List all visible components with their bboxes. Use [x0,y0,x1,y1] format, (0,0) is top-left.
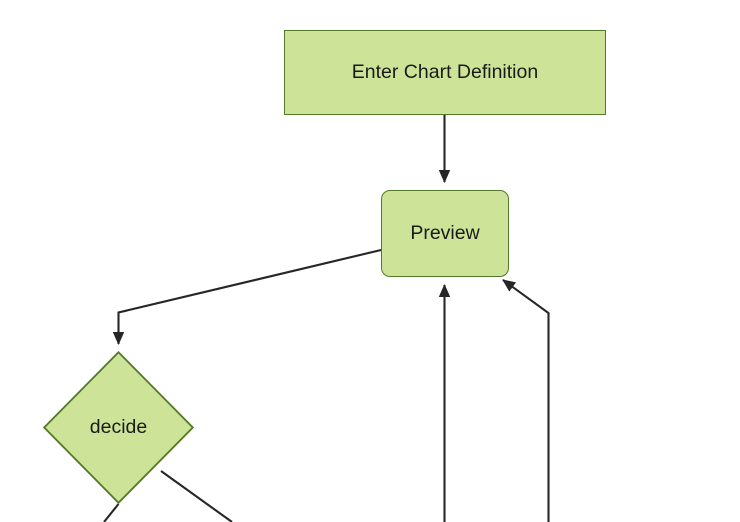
node-label-preview: Preview [410,221,480,244]
diamond-shape [43,351,194,504]
edge-decide-out-right [160,470,233,522]
edge-decide-out-left [103,503,120,522]
node-preview[interactable]: Preview [381,190,509,277]
node-decide[interactable]: decide [43,351,194,504]
edge-preview-to-decide [112,248,382,346]
node-label-enter-chart-definition: Enter Chart Definition [351,60,539,83]
node-enter-chart-definition[interactable]: Enter Chart Definition [284,30,606,115]
edge-return-right-to-preview [502,279,550,522]
